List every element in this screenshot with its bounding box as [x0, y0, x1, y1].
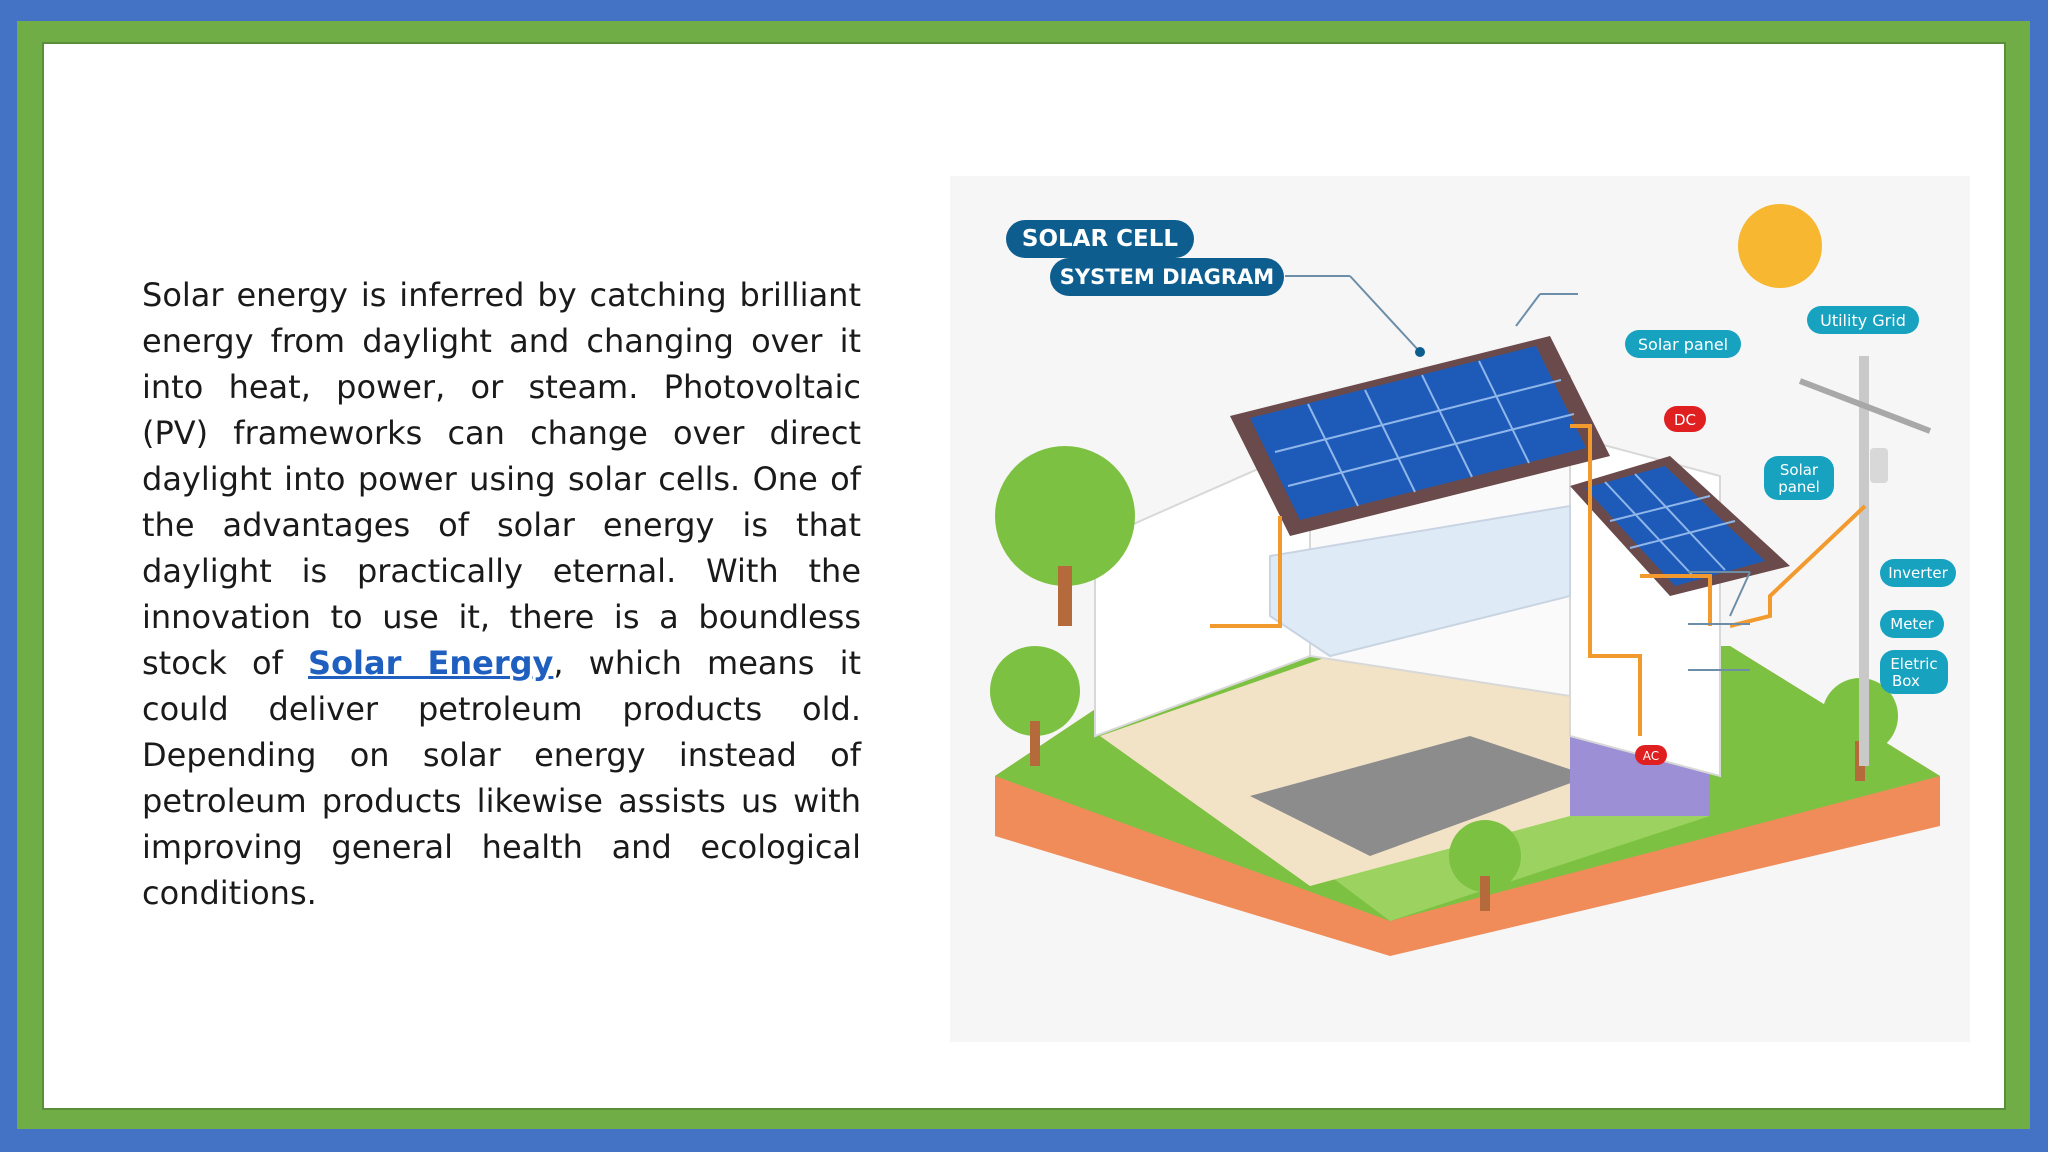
paragraph-text-start: Solar energy is inferred by catching bri… — [142, 276, 861, 682]
tree-icon — [995, 446, 1135, 626]
callout-dc-text: DC — [1674, 411, 1696, 429]
tree-icon — [990, 646, 1080, 766]
diagram-title-line2: SYSTEM DIAGRAM — [1060, 265, 1274, 289]
callout-utility-grid: Utility Grid — [1807, 306, 1919, 334]
callout-solar-panel: Solar panel — [1625, 330, 1741, 358]
side-roof — [1570, 456, 1790, 596]
utility-pole-icon — [1798, 356, 1932, 766]
callout-eletric-box-line1: Eletric — [1890, 655, 1937, 673]
tree-icon — [1449, 820, 1521, 911]
callout-eletric-box: Eletric Box — [1880, 650, 1948, 694]
callout-inverter: Inverter — [1880, 559, 1956, 587]
callout-eletric-box-line2: Box — [1892, 672, 1920, 690]
diagram-title-line1: SOLAR CELL — [1022, 226, 1179, 252]
label-connectors — [1285, 275, 1751, 671]
callout-solar-panel-2-line1: Solar — [1780, 461, 1819, 479]
callout-inverter-text: Inverter — [1888, 564, 1948, 582]
callout-solar-panel-2: Solar panel — [1764, 456, 1834, 500]
body-paragraph: Solar energy is inferred by catching bri… — [142, 272, 861, 916]
solar-energy-link[interactable]: Solar Energy — [308, 644, 554, 682]
callout-ac-text: AC — [1643, 749, 1659, 763]
wiring — [1210, 424, 1867, 736]
main-roof — [1230, 336, 1610, 536]
callout-meter: Meter — [1880, 610, 1944, 638]
diagram-title: SOLAR CELL SYSTEM DIAGRAM — [1006, 220, 1284, 296]
solar-system-diagram: SOLAR CELL SYSTEM DIAGRAM Solar panel DC… — [950, 176, 1970, 1042]
callout-meter-text: Meter — [1890, 615, 1934, 633]
paragraph-text-end: , which means it could deliver petroleum… — [142, 644, 861, 912]
callout-solar-panel-2-line2: panel — [1778, 478, 1820, 496]
callout-dc: DC — [1664, 406, 1706, 432]
callout-utility-grid-text: Utility Grid — [1820, 311, 1906, 330]
sun-icon — [1738, 204, 1822, 288]
callout-ac: AC — [1635, 745, 1667, 765]
callout-solar-panel-text: Solar panel — [1638, 335, 1728, 354]
